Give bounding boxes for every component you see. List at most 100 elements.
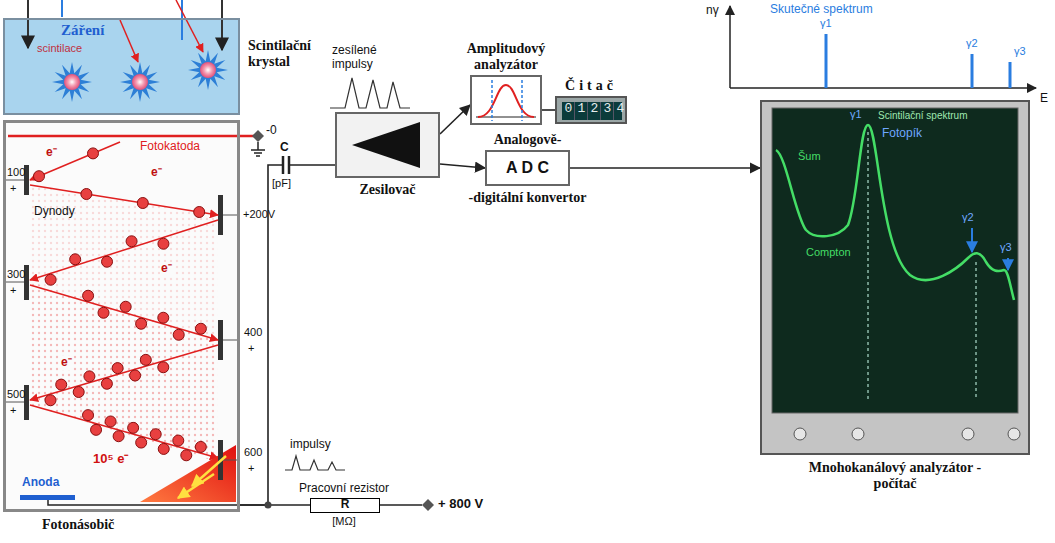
knob bbox=[962, 428, 974, 440]
supply-label: + 800 V bbox=[438, 497, 483, 512]
spectrum-line bbox=[1009, 62, 1012, 88]
electron bbox=[81, 189, 92, 200]
node-title: Čitač bbox=[551, 78, 631, 94]
axis bbox=[730, 87, 1036, 89]
ground-symbol bbox=[254, 152, 262, 154]
electron bbox=[83, 410, 94, 421]
capacitor-plate bbox=[288, 156, 291, 174]
chart-title: Skutečné spektrum bbox=[770, 3, 873, 17]
capacitor-plate bbox=[282, 156, 285, 174]
radiation-line bbox=[61, 0, 63, 17]
anode bbox=[20, 495, 75, 500]
anode-wire bbox=[48, 500, 240, 505]
node-text: R bbox=[341, 498, 350, 512]
ground-symbol bbox=[251, 149, 265, 151]
electron bbox=[70, 254, 81, 265]
node-text: -digitální konvertor bbox=[448, 190, 608, 206]
voltage-sign: + bbox=[248, 342, 254, 355]
electron bbox=[150, 429, 161, 440]
connectors bbox=[240, 105, 760, 505]
scintillation-flashes bbox=[52, 50, 228, 102]
dynodes bbox=[6, 165, 240, 420]
anode-label: Anoda bbox=[22, 476, 59, 490]
node-title: Mnohokanálový analyzátor - počítač bbox=[803, 460, 987, 492]
peak-arrow bbox=[971, 228, 973, 252]
drawing-part bbox=[6, 282, 24, 283]
ground-symbol bbox=[256, 155, 260, 157]
drawing-part bbox=[6, 180, 24, 181]
electron bbox=[120, 301, 131, 312]
spectrum-line bbox=[825, 34, 828, 88]
node-title: Amplitudový analyzátor bbox=[450, 41, 562, 73]
electron bbox=[158, 238, 169, 249]
window-line bbox=[491, 80, 493, 121]
peak-label: γ3 bbox=[1000, 241, 1012, 254]
flash-core bbox=[132, 74, 148, 90]
voltage-label: 600 bbox=[244, 446, 262, 459]
electron bbox=[73, 387, 84, 398]
analyzer-baseline bbox=[476, 117, 536, 118]
electron bbox=[195, 441, 206, 452]
peak-label: γ1 bbox=[820, 17, 832, 30]
flash bbox=[52, 62, 92, 102]
capacitor-label: C bbox=[280, 141, 289, 155]
electron-path bbox=[30, 285, 218, 340]
tube-fill bbox=[3, 120, 240, 512]
crystal-fill bbox=[3, 18, 240, 115]
node-text: A D C bbox=[506, 159, 549, 177]
radiation-line bbox=[181, 0, 183, 40]
voltage-label: 300 bbox=[7, 268, 25, 281]
electron bbox=[83, 290, 94, 301]
node-title: Fotonásobič bbox=[42, 517, 114, 533]
window-line bbox=[521, 80, 523, 121]
electron-paths bbox=[30, 142, 218, 461]
electron-label: e⁻ bbox=[60, 356, 73, 370]
electron bbox=[140, 354, 151, 365]
flash-core bbox=[200, 62, 216, 78]
analyzer-box: Amplitudový analyzátor bbox=[470, 75, 542, 125]
voltage-sign: + bbox=[10, 284, 16, 297]
electron bbox=[130, 370, 141, 381]
compton-label: Compton bbox=[806, 246, 851, 259]
connector bbox=[440, 164, 485, 168]
supply-wire bbox=[380, 504, 422, 506]
radiation-arrow bbox=[120, 20, 138, 62]
terminal-label: -0 bbox=[266, 124, 277, 138]
analyzer-housing bbox=[760, 100, 1030, 455]
terminal bbox=[252, 130, 264, 142]
peak-label: γ2 bbox=[966, 37, 978, 50]
spectrum-curve bbox=[776, 125, 1014, 300]
electron bbox=[128, 422, 139, 433]
voltage-sign: + bbox=[10, 404, 16, 417]
adc-fill bbox=[485, 150, 570, 186]
screen-title: Scintilační spektrum bbox=[878, 110, 967, 122]
electron bbox=[102, 256, 113, 267]
dynode-label: Dynody bbox=[34, 205, 75, 219]
amplifier-symbol bbox=[352, 122, 420, 168]
connector bbox=[570, 167, 760, 169]
junction-dot bbox=[265, 502, 272, 509]
connector bbox=[542, 109, 555, 111]
amplifier-box: Zesilovač bbox=[335, 112, 440, 178]
electron bbox=[158, 312, 169, 323]
peak-label: γ2 bbox=[962, 211, 974, 224]
signal-label: impulsy bbox=[290, 438, 331, 452]
noise-label: Šum bbox=[798, 150, 821, 163]
knob bbox=[1008, 428, 1020, 440]
radiation-arrow bbox=[27, 0, 29, 48]
electron bbox=[101, 378, 112, 389]
amplified-pulses bbox=[330, 78, 410, 108]
axis-label: nγ bbox=[706, 4, 719, 18]
electron-path bbox=[30, 405, 218, 458]
analyzer-fill bbox=[470, 75, 542, 125]
axis-label: E bbox=[1040, 92, 1048, 106]
peak-label: γ3 bbox=[1014, 45, 1026, 58]
resistor-fill bbox=[310, 498, 380, 513]
electron bbox=[45, 395, 56, 406]
voltage-label: 500 bbox=[7, 388, 25, 401]
electron bbox=[105, 416, 116, 427]
electron bbox=[98, 307, 109, 318]
electron bbox=[181, 450, 192, 461]
drawing-part bbox=[218, 195, 223, 235]
